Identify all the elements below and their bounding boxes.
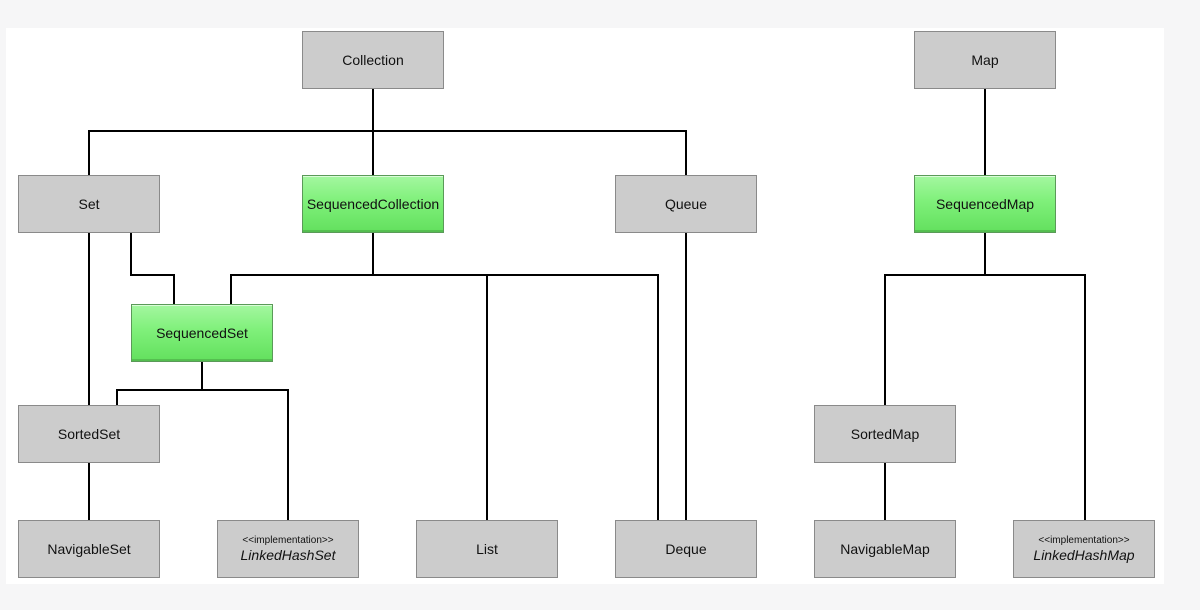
node-linked-hash-map: <<implementation>> LinkedHashMap <box>1013 520 1155 578</box>
node-label: NavigableMap <box>840 541 930 557</box>
node-label: SequencedSet <box>156 325 248 341</box>
node-label: Collection <box>342 52 404 68</box>
node-label: List <box>476 541 498 557</box>
node-sequenced-set: SequencedSet <box>131 304 273 362</box>
node-label: SequencedCollection <box>306 196 440 212</box>
node-sequenced-map: SequencedMap <box>914 175 1056 233</box>
node-label: LinkedHashMap <box>1033 546 1135 563</box>
stereotype-label: <<implementation>> <box>1038 534 1130 546</box>
node-sorted-map: SortedMap <box>814 405 956 463</box>
node-label: Set <box>78 196 100 212</box>
node-map: Map <box>914 31 1056 89</box>
node-label: SortedMap <box>850 426 920 442</box>
node-navigable-map: NavigableMap <box>814 520 956 578</box>
node-linked-hash-set: <<implementation>> LinkedHashSet <box>217 520 359 578</box>
node-label: Queue <box>664 196 708 212</box>
node-navigable-set: NavigableSet <box>18 520 160 578</box>
node-sequenced-collection: SequencedCollection <box>302 175 444 233</box>
stereotype-label: <<implementation>> <box>242 534 334 546</box>
node-collection: Collection <box>302 31 444 89</box>
node-list: List <box>416 520 558 578</box>
node-label: NavigableSet <box>47 541 131 557</box>
node-set: Set <box>18 175 160 233</box>
node-label: LinkedHashSet <box>240 546 336 563</box>
node-queue: Queue <box>615 175 757 233</box>
node-label: SortedSet <box>57 426 121 442</box>
node-deque: Deque <box>615 520 757 578</box>
node-label: Map <box>971 52 999 68</box>
node-label: Deque <box>665 541 707 557</box>
node-label: SequencedMap <box>935 196 1035 212</box>
node-sorted-set: SortedSet <box>18 405 160 463</box>
